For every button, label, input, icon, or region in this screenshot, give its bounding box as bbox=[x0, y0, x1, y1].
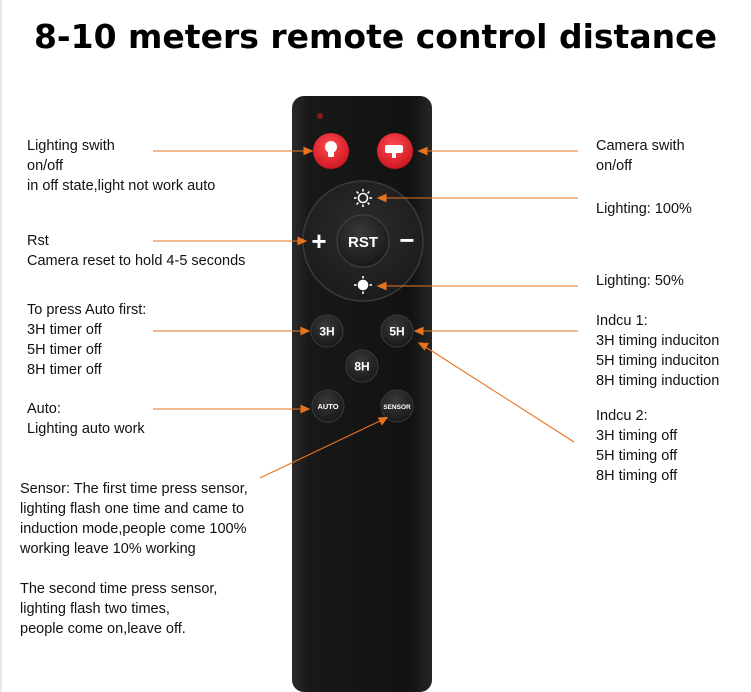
note-lighting-switch: Lighting swith on/off in off state,light… bbox=[27, 138, 216, 194]
note-lighting-50: Lighting: 50% bbox=[596, 273, 684, 289]
brightness-down-button[interactable] bbox=[354, 276, 372, 294]
minus-button[interactable]: − bbox=[399, 225, 414, 255]
light-bulb-icon bbox=[325, 141, 337, 157]
brightness-up-button[interactable] bbox=[354, 189, 372, 207]
note-rst: Rst Camera reset to hold 4-5 seconds bbox=[27, 233, 246, 269]
auto-button[interactable]: AUTO bbox=[311, 389, 345, 423]
rst-label: RST bbox=[348, 234, 378, 251]
button-8h-label: 8H bbox=[354, 360, 369, 374]
sensor-label: SENSOR bbox=[383, 404, 411, 411]
page-title: 8-10 meters remote control distance bbox=[33, 17, 718, 56]
note-auto: Auto: Lighting auto work bbox=[27, 401, 145, 437]
minus-label: − bbox=[399, 225, 414, 255]
lighting-switch-button[interactable] bbox=[313, 133, 349, 169]
note-indcu2: Indcu 2: 3H timing off 5H timing off 8H … bbox=[596, 408, 678, 484]
auto-label: AUTO bbox=[317, 402, 338, 411]
plus-label: + bbox=[311, 226, 326, 256]
camera-switch-button[interactable] bbox=[377, 133, 413, 169]
ir-indicator bbox=[317, 113, 323, 119]
rst-button[interactable]: RST bbox=[336, 214, 390, 268]
camera-icon bbox=[385, 145, 403, 158]
button-5h-label: 5H bbox=[389, 325, 404, 339]
note-camera-switch: Camera swith on/off bbox=[596, 138, 685, 174]
button-8h[interactable]: 8H bbox=[345, 349, 379, 383]
sensor-button[interactable]: SENSOR bbox=[380, 389, 414, 423]
button-3h[interactable]: 3H bbox=[310, 314, 344, 348]
note-lighting-100: Lighting: 100% bbox=[596, 201, 692, 217]
sun-icon bbox=[354, 189, 372, 207]
left-edge-strip bbox=[0, 0, 2, 692]
dim-sun-icon bbox=[354, 276, 372, 294]
plus-button[interactable]: + bbox=[311, 226, 326, 256]
button-5h[interactable]: 5H bbox=[380, 314, 414, 348]
button-3h-label: 3H bbox=[319, 325, 334, 339]
note-timer: To press Auto first: 3H timer off 5H tim… bbox=[27, 302, 147, 378]
note-indcu1: Indcu 1: 3H timing induciton 5H timing i… bbox=[596, 313, 720, 389]
note-sensor: Sensor: The first time press sensor, lig… bbox=[20, 481, 248, 637]
